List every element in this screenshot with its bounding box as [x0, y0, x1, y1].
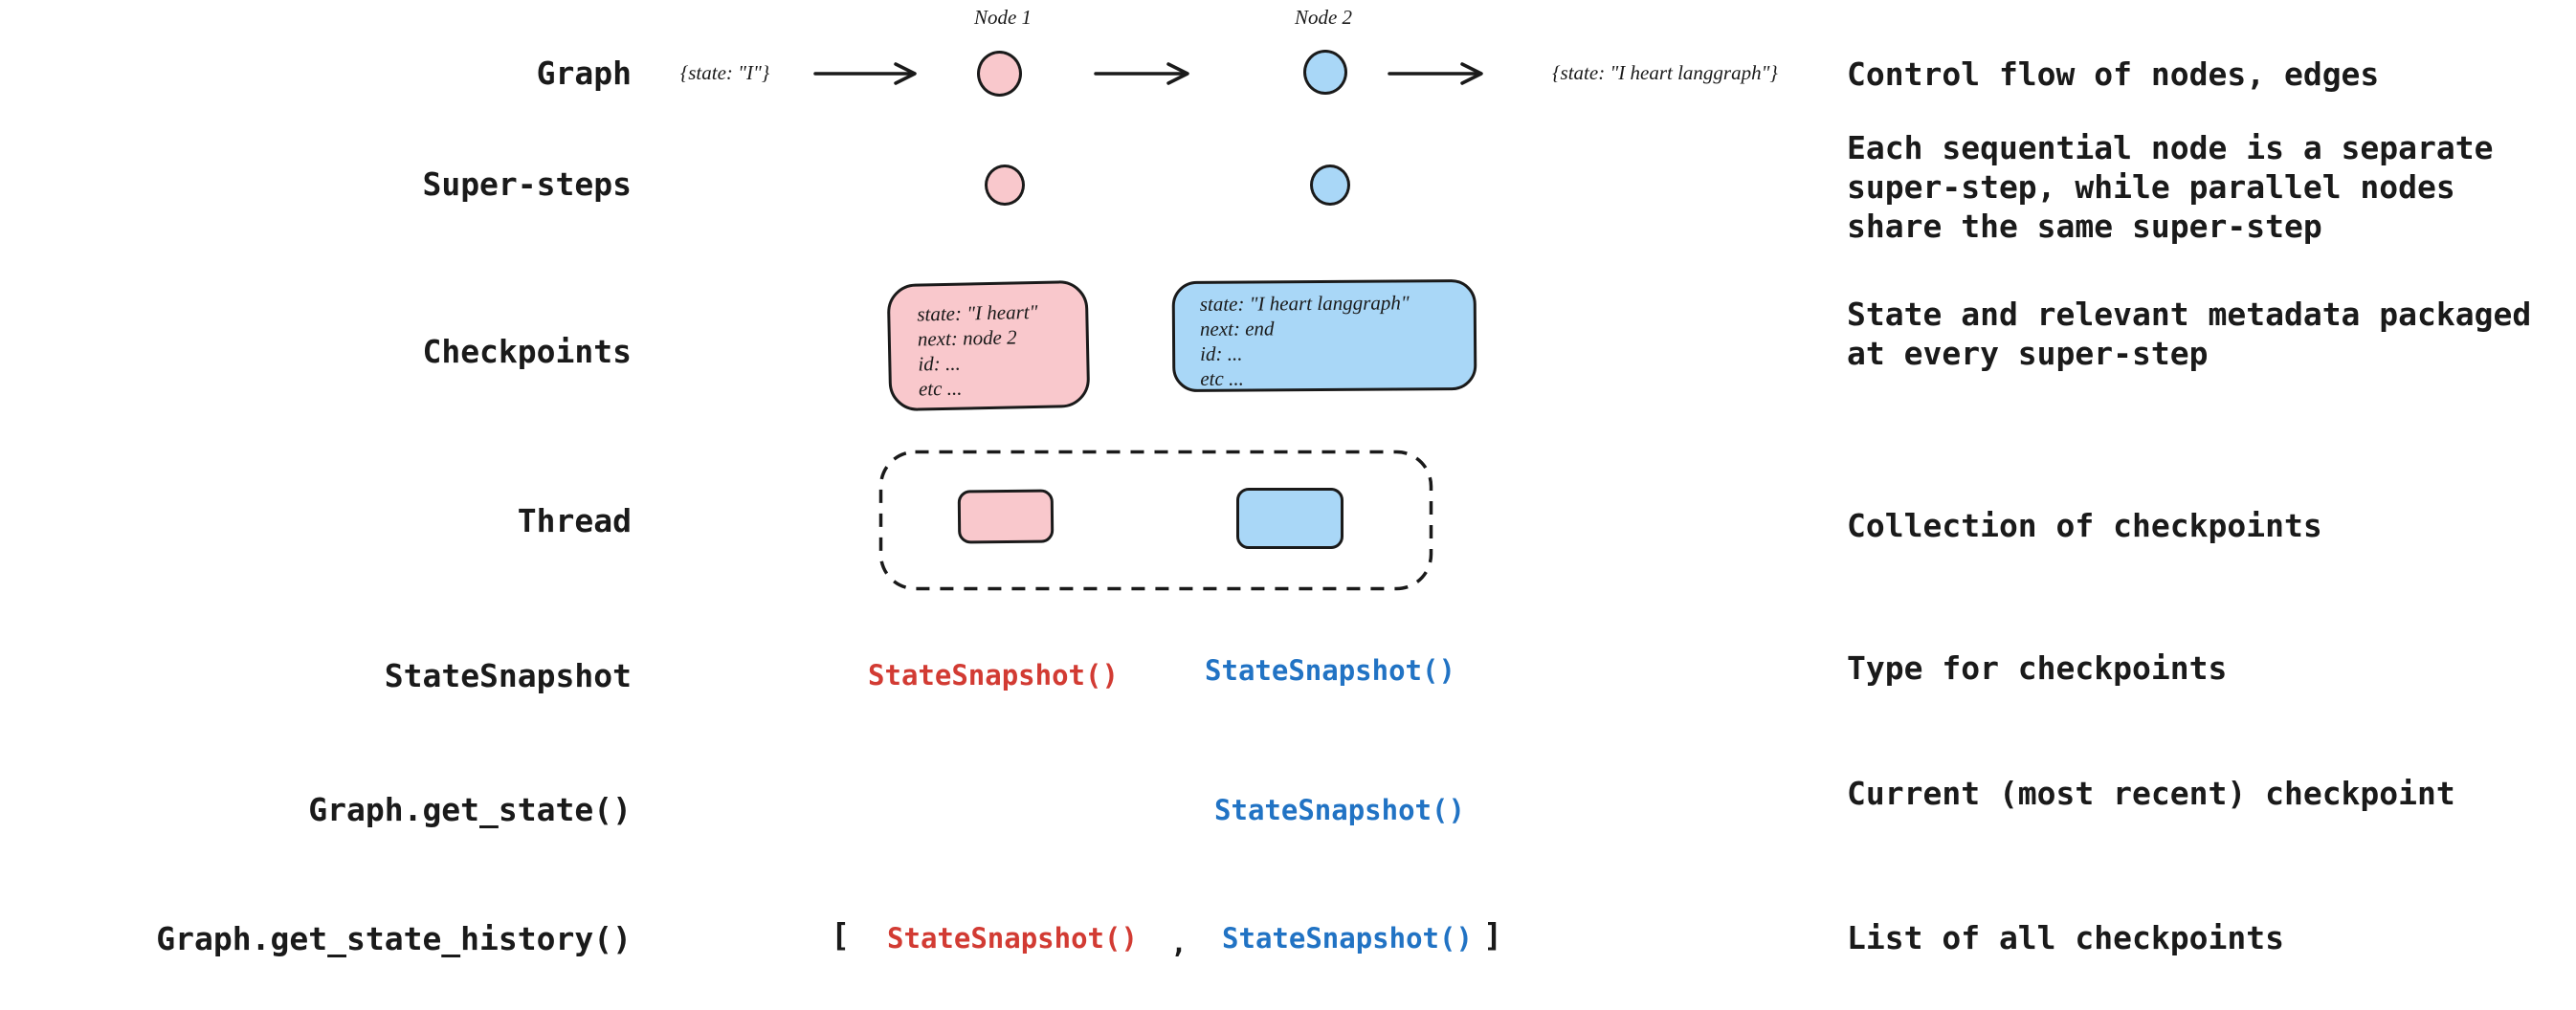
checkpoint-line: id: ... [1200, 341, 1243, 365]
checkpoint-line: next: node 2 [917, 325, 1017, 351]
checkpoint-line: etc ... [1200, 366, 1244, 390]
super-steps-description-line: super-step, while parallel nodes [1847, 168, 2455, 206]
thread-checkpoint-pink [957, 489, 1055, 544]
row-label-get-state: Graph.get_state() [308, 791, 632, 828]
flow-arrow-icon [1094, 62, 1189, 85]
row-label-super-steps: Super-steps [422, 165, 632, 203]
node1-label: Node 1 [973, 6, 1033, 29]
super-steps-description: Each sequential node is a separate super… [1847, 128, 2494, 246]
checkpoint-line: etc ... [918, 376, 963, 401]
graph-description: Control flow of nodes, edges [1847, 55, 2380, 93]
get-state-code-blue: StateSnapshot() [1214, 794, 1465, 826]
history-comma: , [1170, 927, 1188, 959]
state-snapshot-description: Type for checkpoints [1847, 649, 2228, 687]
history-close-bracket: ] [1483, 916, 1502, 954]
thread-description: Collection of checkpoints [1847, 507, 2322, 544]
flow-arrow-icon [1388, 62, 1483, 85]
super-steps-description-line: Each sequential node is a separate [1847, 129, 2494, 166]
checkpoint-box-pink: state: "I heart" next: node 2 id: ... et… [886, 279, 1091, 412]
history-code-blue: StateSnapshot() [1222, 922, 1473, 955]
node2-circle [1303, 50, 1347, 95]
checkpoints-description-line: at every super-step [1847, 335, 2209, 372]
graph-output-state-text: {state: "I heart langgraph"} [1552, 61, 1778, 84]
history-code-red: StateSnapshot() [887, 922, 1138, 955]
node1-circle [977, 51, 1022, 97]
state-snapshot-code-blue: StateSnapshot() [1205, 654, 1455, 687]
super-step-circle-blue [1310, 165, 1350, 206]
thread-dashed-boundary [878, 450, 1433, 591]
checkpoint-line: id: ... [918, 351, 961, 376]
state-snapshot-code-red: StateSnapshot() [868, 659, 1119, 692]
row-label-get-state-history: Graph.get_state_history() [156, 920, 632, 957]
graph-input-state-text: {state: "I"} [679, 61, 770, 84]
thread-checkpoint-blue [1236, 488, 1344, 549]
checkpoints-description-line: State and relevant metadata packaged [1847, 296, 2532, 333]
row-label-state-snapshot: StateSnapshot [384, 657, 632, 694]
get-state-history-description: List of all checkpoints [1847, 919, 2284, 956]
history-open-bracket: [ [831, 916, 850, 954]
checkpoint-box-blue: state: "I heart langgraph" next: end id:… [1171, 278, 1477, 393]
flow-arrow-icon [813, 62, 917, 85]
row-label-thread: Thread [517, 502, 632, 539]
super-step-circle-pink [985, 165, 1025, 206]
checkpoints-description: State and relevant metadata packaged at … [1847, 295, 2531, 373]
super-steps-description-line: share the same super-step [1847, 208, 2322, 245]
checkpoint-line: state: "I heart" [917, 299, 1038, 326]
checkpoint-line: state: "I heart langgraph" [1199, 291, 1410, 316]
row-label-checkpoints: Checkpoints [422, 333, 632, 370]
get-state-description: Current (most recent) checkpoint [1847, 775, 2455, 812]
node2-label: Node 2 [1294, 6, 1353, 29]
row-label-graph: Graph [536, 55, 632, 92]
checkpoint-line: next: end [1199, 317, 1275, 340]
